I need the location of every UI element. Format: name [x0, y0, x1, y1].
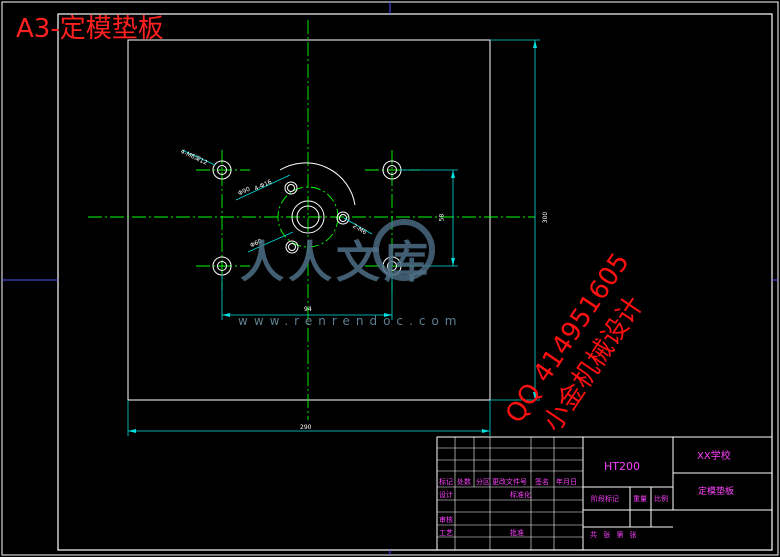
scale-label: 比例 — [654, 495, 668, 503]
drawing-title: A3-定模垫板 — [16, 14, 164, 44]
row-label-sign: 签名 — [535, 478, 549, 486]
dim-inner-width: 94 — [304, 306, 312, 313]
school-label: XX学校 — [697, 451, 731, 462]
process-label: 工艺 — [439, 529, 453, 537]
row-label-count: 处数 — [457, 478, 471, 486]
design-label: 设计 — [439, 491, 453, 499]
watermark-site: www.renrendoc.com — [238, 314, 463, 328]
dimension-lines — [127, 39, 540, 436]
row-label-mark: 标记 — [439, 478, 453, 486]
row-label-date: 年月日 — [556, 478, 577, 486]
inner-border — [57, 13, 773, 551]
small-holes — [284, 181, 350, 254]
dim-overall-width: 290 — [300, 424, 312, 431]
watermark-logo-ring — [373, 219, 435, 281]
check-label: 审核 — [439, 516, 453, 524]
part-name-label: 定模垫板 — [698, 487, 735, 497]
dimension-arrows — [128, 40, 537, 433]
title-block-grid — [437, 437, 583, 550]
row-label-zone: 分区 — [476, 478, 490, 486]
approve-label: 批准 — [510, 529, 524, 537]
center-lines — [88, 20, 535, 420]
dim-inner-height: 58 — [438, 213, 446, 222]
dim-overall-height: 300 — [542, 211, 550, 224]
title-block — [436, 436, 773, 551]
plate-outline — [127, 39, 491, 401]
standard-label: 标准化 — [510, 491, 531, 499]
stage-mark-label: 阶段标记 — [591, 495, 619, 503]
center-bore — [291, 200, 325, 234]
watermark-logo-text: 人人文库 — [240, 237, 432, 288]
sheet-label: 共 张 第 张 — [590, 531, 637, 539]
material-label: HT200 — [604, 460, 640, 473]
row-label-file: 更改文件号 — [492, 478, 527, 486]
weight-label: 重量 — [633, 495, 647, 503]
